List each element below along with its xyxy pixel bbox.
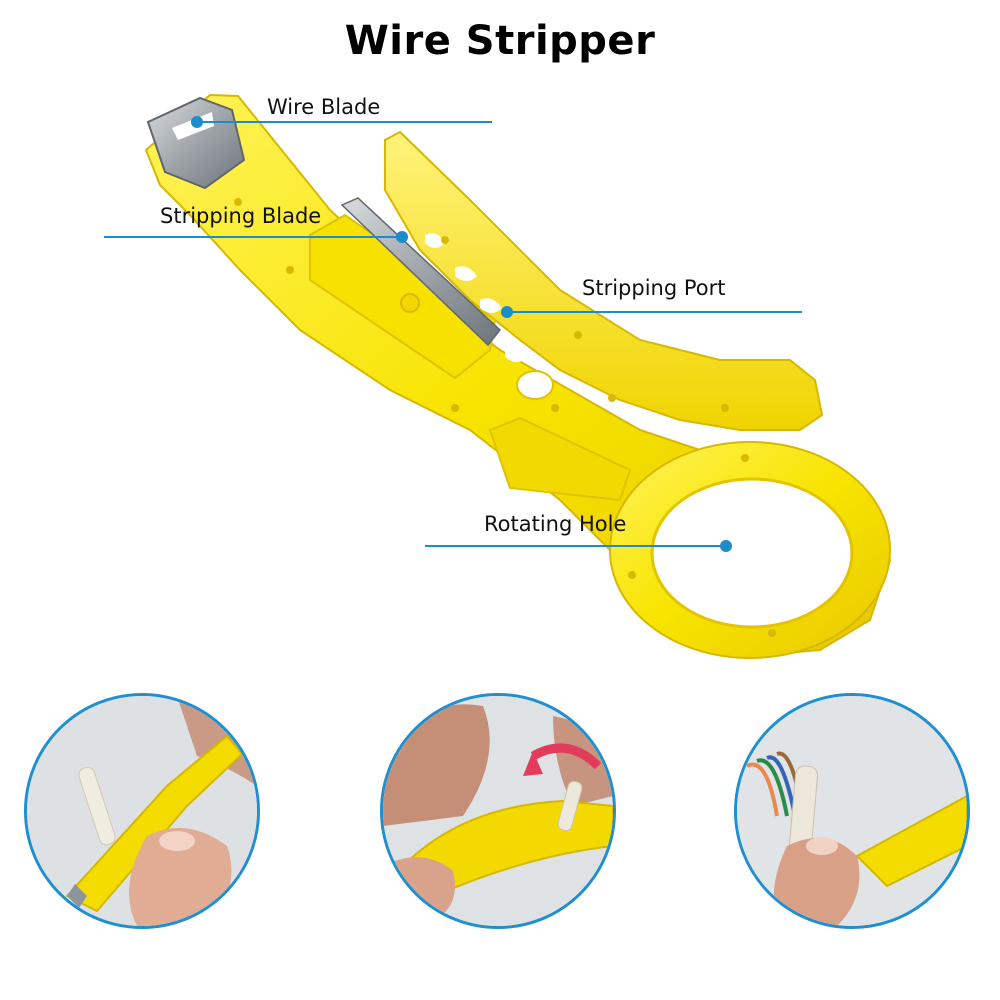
callout-dot-stripping-port [501,306,513,318]
callout-dot-stripping-blade [396,231,408,243]
strip-wire-photo [24,693,260,929]
stripping-blade [340,197,502,347]
label-wire-blade: Wire Blade [267,95,381,119]
cut-cable-photo [734,693,970,929]
rotate-tool-photo [380,693,616,929]
page-title: Wire Stripper [344,18,656,64]
label-stripping-port: Stripping Port [582,276,726,300]
callout-dot-rotating-hole [720,540,732,552]
label-stripping-blade: Stripping Blade [160,204,322,228]
tool-body [144,93,892,659]
callout-dot-wire-blade [191,116,203,128]
callouts [104,116,802,552]
label-rotating-hole: Rotating Hole [484,512,627,536]
